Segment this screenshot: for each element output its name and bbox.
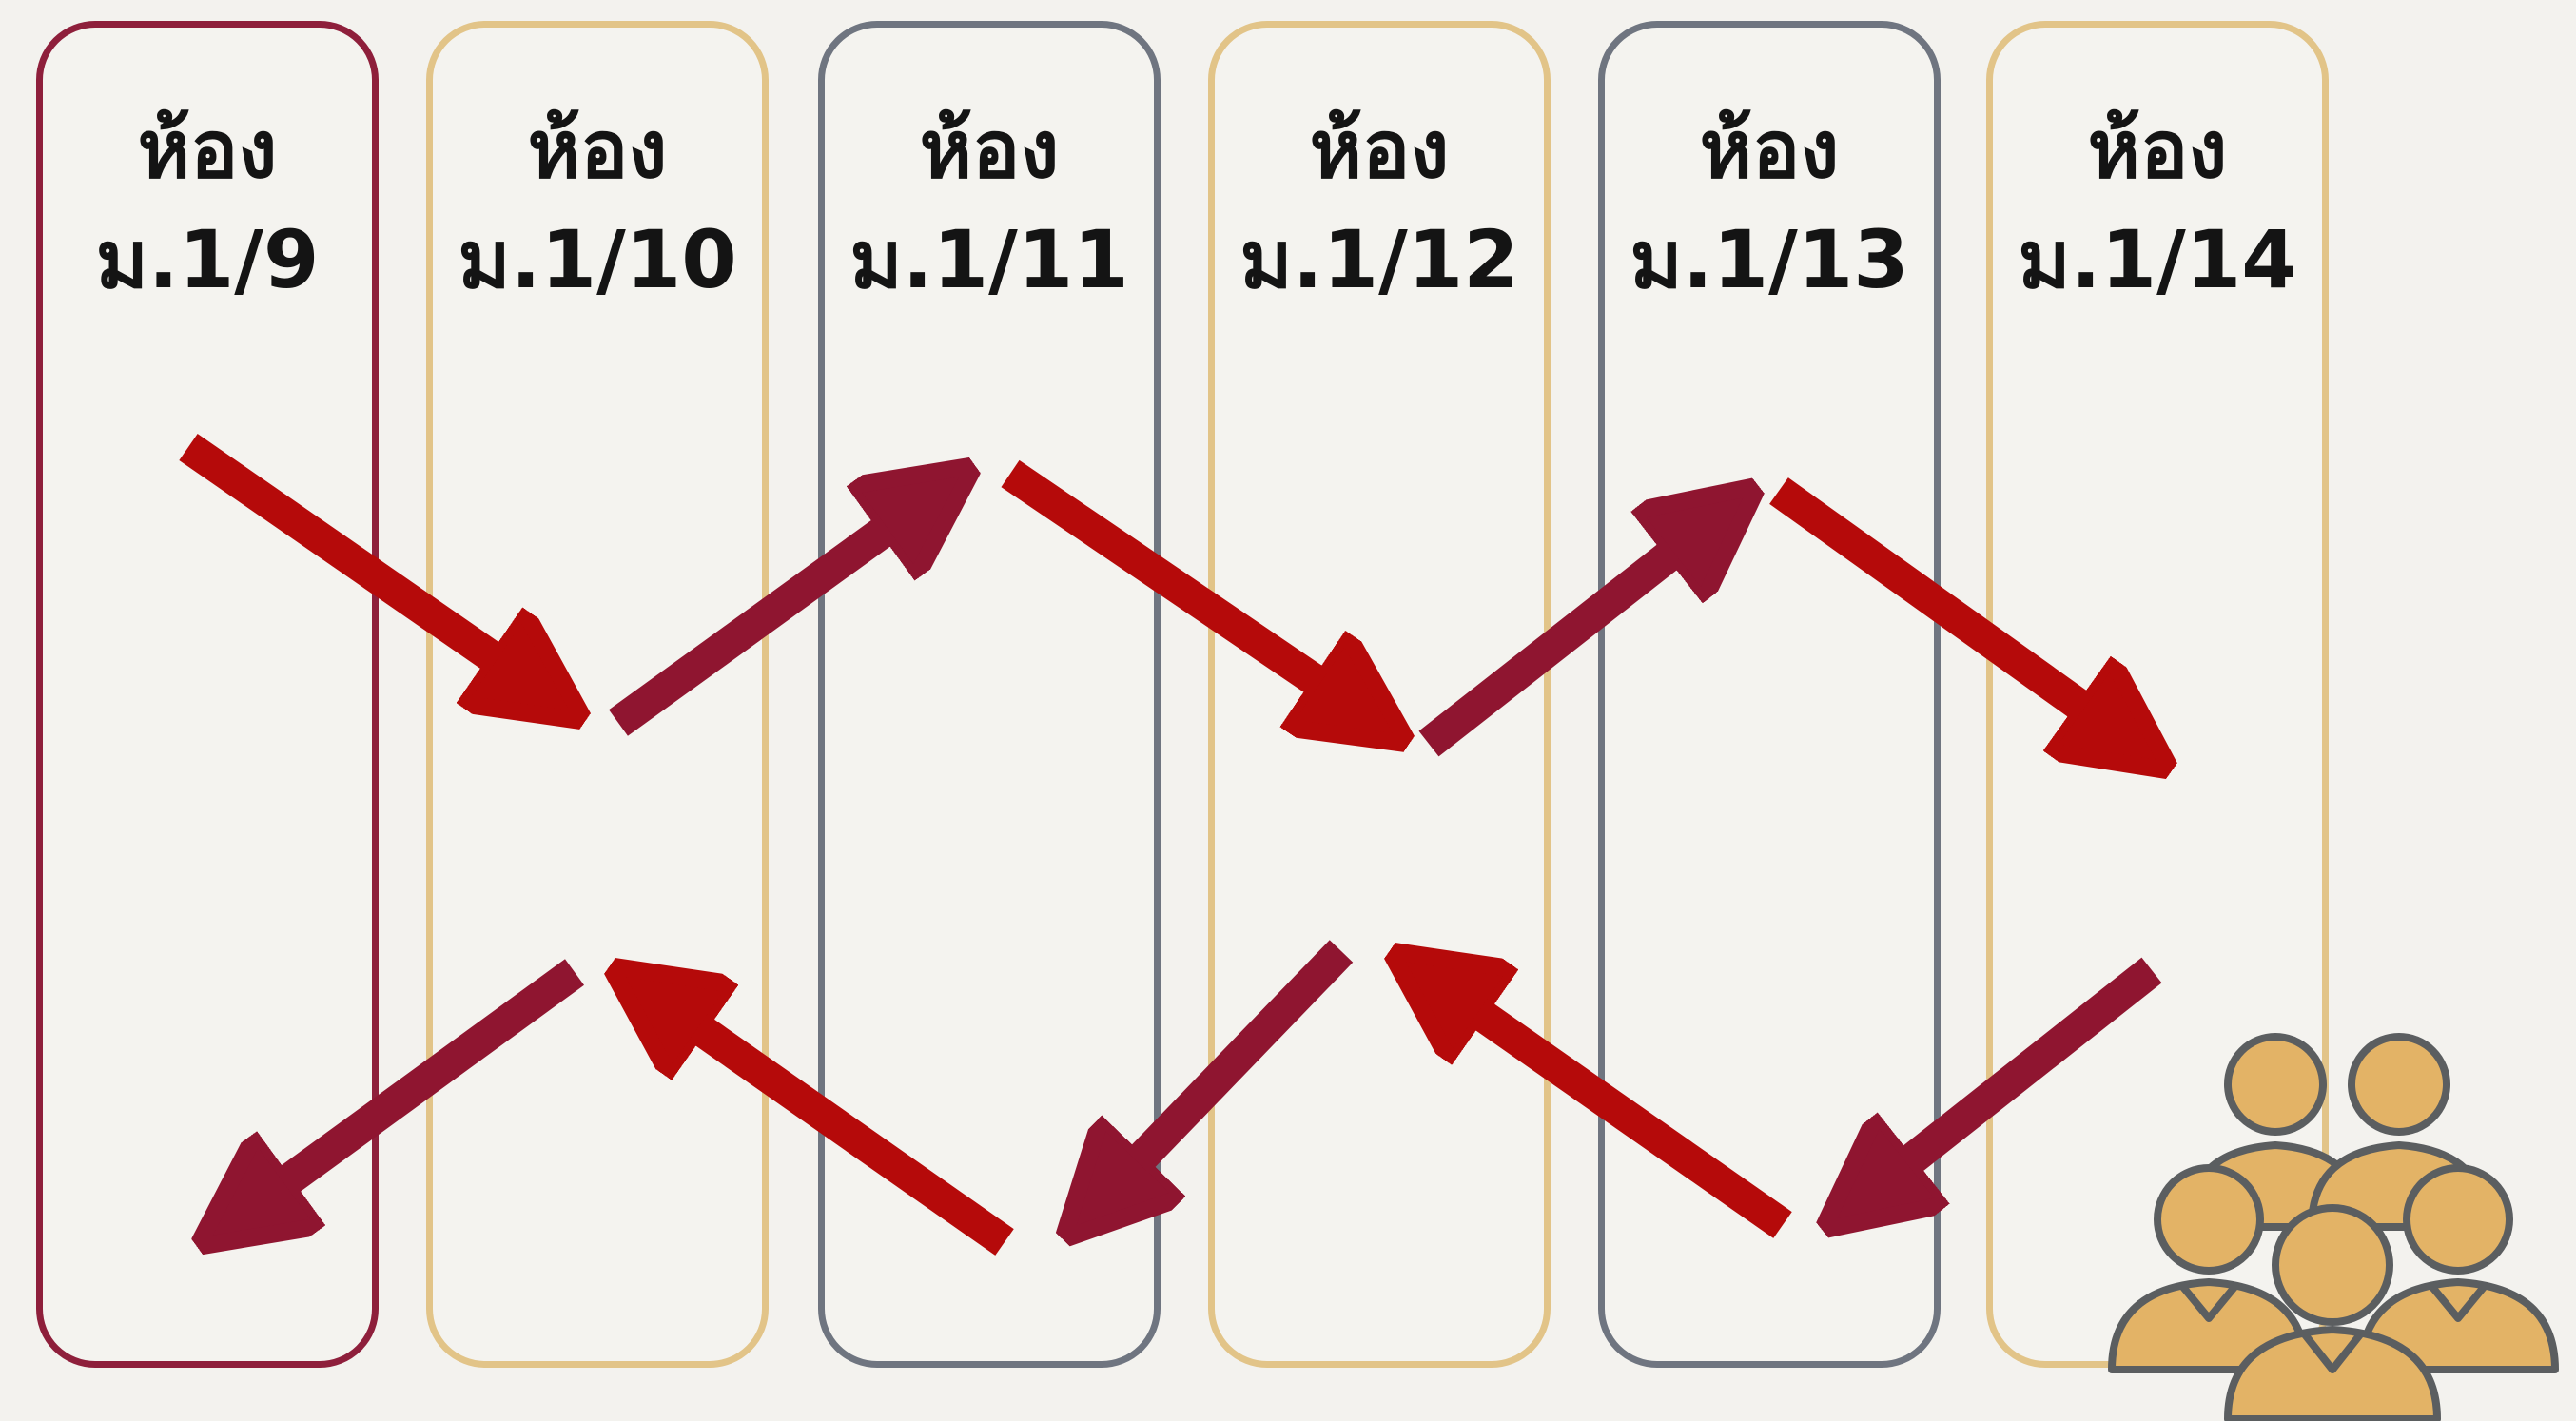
flow-arrow-2 bbox=[609, 476, 961, 736]
flow-arrow-7 bbox=[1404, 961, 1792, 1238]
room-label: ห้อง ม.1/10 bbox=[433, 94, 762, 315]
room-label: ห้อง ม.1/13 bbox=[1605, 94, 1934, 315]
group-of-people-icon bbox=[2108, 1033, 2559, 1421]
room-label-line1: ห้อง bbox=[2087, 103, 2228, 196]
flow-arrow-8 bbox=[1075, 940, 1354, 1227]
flow-arrow-5 bbox=[1769, 477, 2157, 761]
room-label-line2: ม.1/13 bbox=[1630, 213, 1909, 306]
room-label-line1: ห้อง bbox=[919, 103, 1060, 196]
room-label: ห้อง ม.1/12 bbox=[1215, 94, 1544, 315]
room-label-line1: ห้อง bbox=[1309, 103, 1450, 196]
flow-arrow-9 bbox=[624, 976, 1014, 1256]
flow-arrow-1 bbox=[179, 434, 571, 711]
room-label: ห้อง ม.1/11 bbox=[825, 94, 1154, 315]
flow-arrow-6 bbox=[1836, 957, 2162, 1219]
flow-arrow-10 bbox=[211, 959, 585, 1236]
room-label-line2: ม.1/11 bbox=[849, 213, 1129, 306]
room-label-line2: ม.1/9 bbox=[95, 213, 320, 306]
room-label-line2: ม.1/14 bbox=[2018, 213, 2297, 306]
room-label-line2: ม.1/10 bbox=[458, 213, 737, 306]
flow-arrow-3 bbox=[1001, 459, 1395, 734]
room-label: ห้อง ม.1/9 bbox=[43, 94, 372, 315]
room-label-line1: ห้อง bbox=[1699, 103, 1840, 196]
room-label: ห้อง ม.1/14 bbox=[1993, 94, 2322, 315]
room-label-line1: ห้อง bbox=[527, 103, 668, 196]
flow-arrow-4 bbox=[1418, 496, 1745, 757]
room-column-1-10: ห้อง ม.1/10 bbox=[426, 21, 769, 1368]
room-label-line2: ม.1/12 bbox=[1239, 213, 1519, 306]
room-label-line1: ห้อง bbox=[137, 103, 278, 196]
